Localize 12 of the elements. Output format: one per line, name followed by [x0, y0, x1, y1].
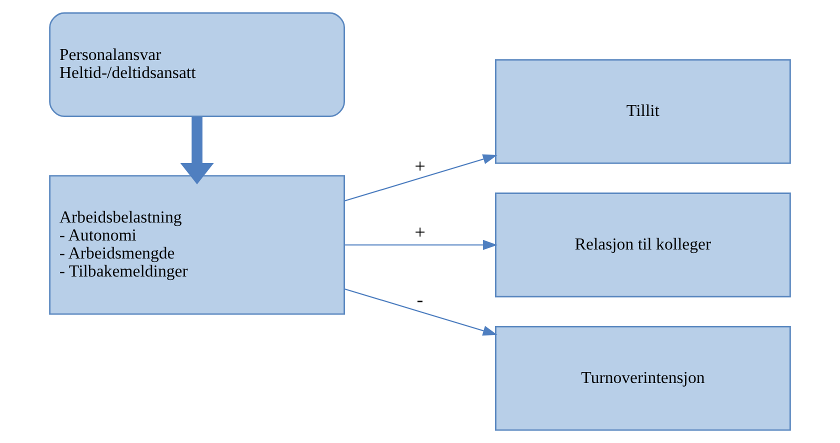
node-box: Relasjon til kolleger [495, 192, 791, 298]
arrow [344, 288, 498, 336]
edge-label: - [416, 290, 424, 311]
arrow [344, 240, 498, 250]
edge-label: + [414, 222, 426, 244]
node-box: Tillit [495, 59, 791, 164]
node-box: Turnoverintensjon [495, 326, 791, 431]
arrow [180, 116, 214, 184]
node-box: Arbeidsbelastning - Autonomi - Arbeidsmengde - Tilbakemeldinger [49, 175, 345, 315]
node-box: Personalansvar Heltid-/deltidsansatt [49, 12, 345, 118]
edge-label: + [414, 156, 426, 178]
arrow [344, 154, 498, 202]
